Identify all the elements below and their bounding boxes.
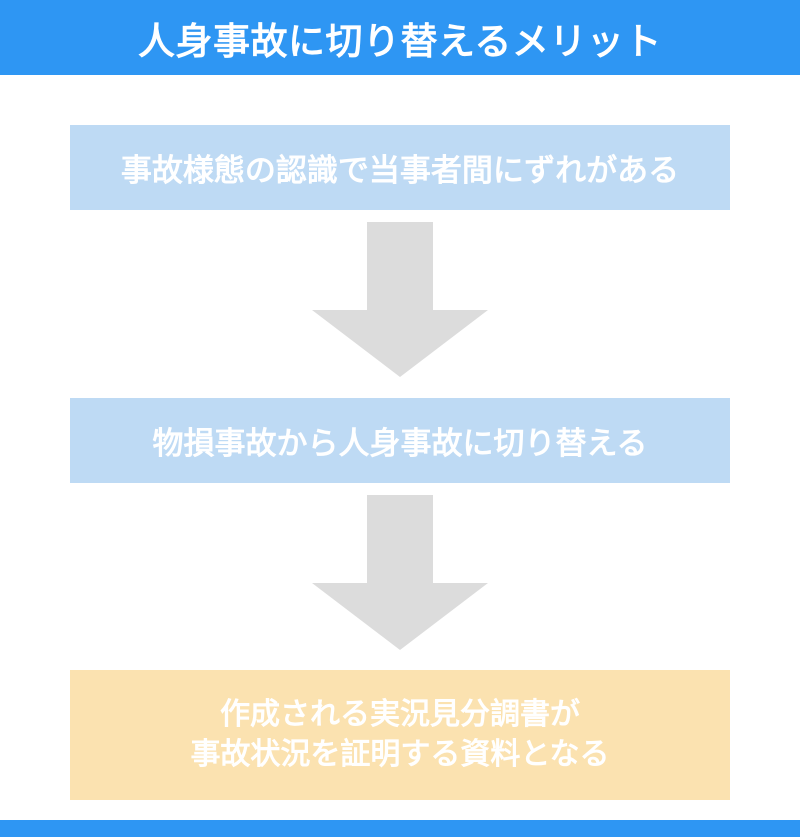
page-title: 人身事故に切り替えるメリット	[138, 20, 662, 62]
down-arrow-icon	[312, 222, 488, 377]
flow-step-2-label: 物損事故から人身事故に切り替える	[152, 426, 648, 461]
flow-step-2: 物損事故から人身事故に切り替える	[70, 398, 730, 483]
flow-step-3-line-1: 作成される実況見分調書が	[220, 698, 580, 731]
flow-step-3: 作成される実況見分調書が 事故状況を証明する資料となる	[70, 670, 730, 800]
flow-step-3-line-2: 事故状況を証明する資料となる	[190, 738, 610, 771]
footer-bar	[0, 820, 800, 837]
title-bar: 人身事故に切り替えるメリット	[0, 0, 800, 75]
flow-step-1: 事故様態の認識で当事者間にずれがある	[70, 125, 730, 210]
flow-step-1-label: 事故様態の認識で当事者間にずれがある	[120, 153, 680, 188]
down-arrow-icon	[312, 495, 488, 650]
